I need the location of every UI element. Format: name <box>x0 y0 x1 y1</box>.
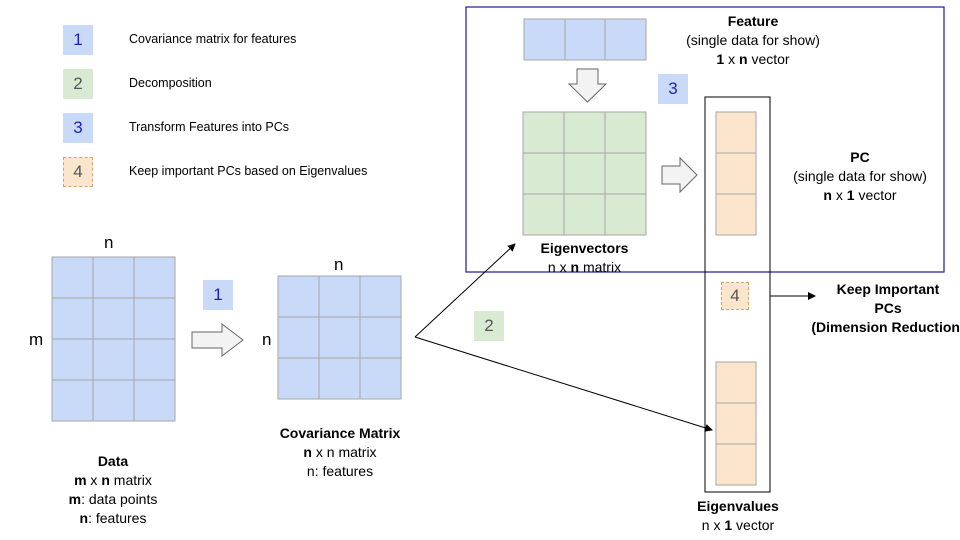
eigenvalues-title: Eigenvalues <box>697 498 779 514</box>
legend-badge-4: 4 <box>63 157 93 187</box>
eigenvectors-dims: n x n matrix <box>547 259 622 275</box>
keep-caption: Keep Important PCs (Dimension Reduction) <box>806 280 960 337</box>
pc-sub: (single data for show) <box>793 168 927 184</box>
feature-caption: Feature (single data for show) 1 x n vec… <box>668 12 838 69</box>
feature-dims: 1 x n vector <box>716 51 790 67</box>
step-badge-3: 3 <box>658 74 688 104</box>
eigenvalues-caption: Eigenvalues n x 1 vector <box>682 497 794 535</box>
data-caption-points: m: data points <box>68 491 158 507</box>
cov-side-label: n <box>262 330 272 349</box>
pc-caption: PC (single data for show) n x 1 vector <box>780 148 940 205</box>
data-caption-title: Data <box>97 453 129 469</box>
data-top-label: n <box>104 233 114 252</box>
data-side-label: m <box>29 330 44 349</box>
arrow-to-eigenvalues <box>414 336 713 432</box>
eigenvectors-matrix <box>522 111 647 236</box>
block-arrow-right-2 <box>661 156 698 194</box>
legend-text-3: Transform Features into PCs <box>129 120 290 134</box>
feature-vector <box>523 18 647 61</box>
legend-text-4: Keep important PCs based on Eigenvalues <box>129 164 368 178</box>
pc-column-frame <box>704 96 771 493</box>
step-badge-2: 2 <box>474 311 504 341</box>
legend-text-1: Covariance matrix for features <box>129 32 297 46</box>
feature-title: Feature <box>727 13 779 29</box>
data-caption: Data m x n matrix m: data points n: feat… <box>38 452 188 528</box>
eigenvectors-caption: Eigenvectors n x n matrix <box>518 239 651 277</box>
cov-caption-title: Covariance Matrix <box>279 425 401 441</box>
cov-top-label: n <box>334 255 344 274</box>
keep-line1: Keep Important <box>836 281 940 297</box>
legend-text-2: Decomposition <box>129 76 212 90</box>
legend-badge-1: 1 <box>63 25 93 55</box>
block-arrow-right-1 <box>191 322 244 358</box>
cov-caption-dims: n x n matrix <box>303 444 377 460</box>
step-badge-1: 1 <box>203 280 233 310</box>
pc-dims: n x 1 vector <box>823 187 897 203</box>
cov-caption: Covariance Matrix n x n matrix n: featur… <box>268 424 412 481</box>
keep-line2: PCs <box>874 300 902 316</box>
pc-vector <box>715 111 757 236</box>
eigenvalues-vector <box>715 361 757 486</box>
cov-caption-features: n: features <box>306 463 374 479</box>
legend-badge-3: 3 <box>63 113 93 143</box>
eigenvalues-dims: n x 1 vector <box>701 517 775 533</box>
pc-title: PC <box>850 149 870 165</box>
arrow-to-eigenvectors <box>414 243 516 338</box>
eigenvectors-title: Eigenvectors <box>540 240 629 256</box>
data-matrix <box>51 256 176 422</box>
covariance-matrix <box>277 275 402 400</box>
step-badge-4: 4 <box>721 282 749 310</box>
keep-line3: (Dimension Reduction) <box>811 319 960 335</box>
legend-badge-2: 2 <box>63 69 93 99</box>
data-caption-features: n: features <box>79 510 147 526</box>
block-arrow-down <box>567 68 608 103</box>
feature-sub: (single data for show) <box>686 32 820 48</box>
data-caption-dims: m x n matrix <box>74 472 152 488</box>
